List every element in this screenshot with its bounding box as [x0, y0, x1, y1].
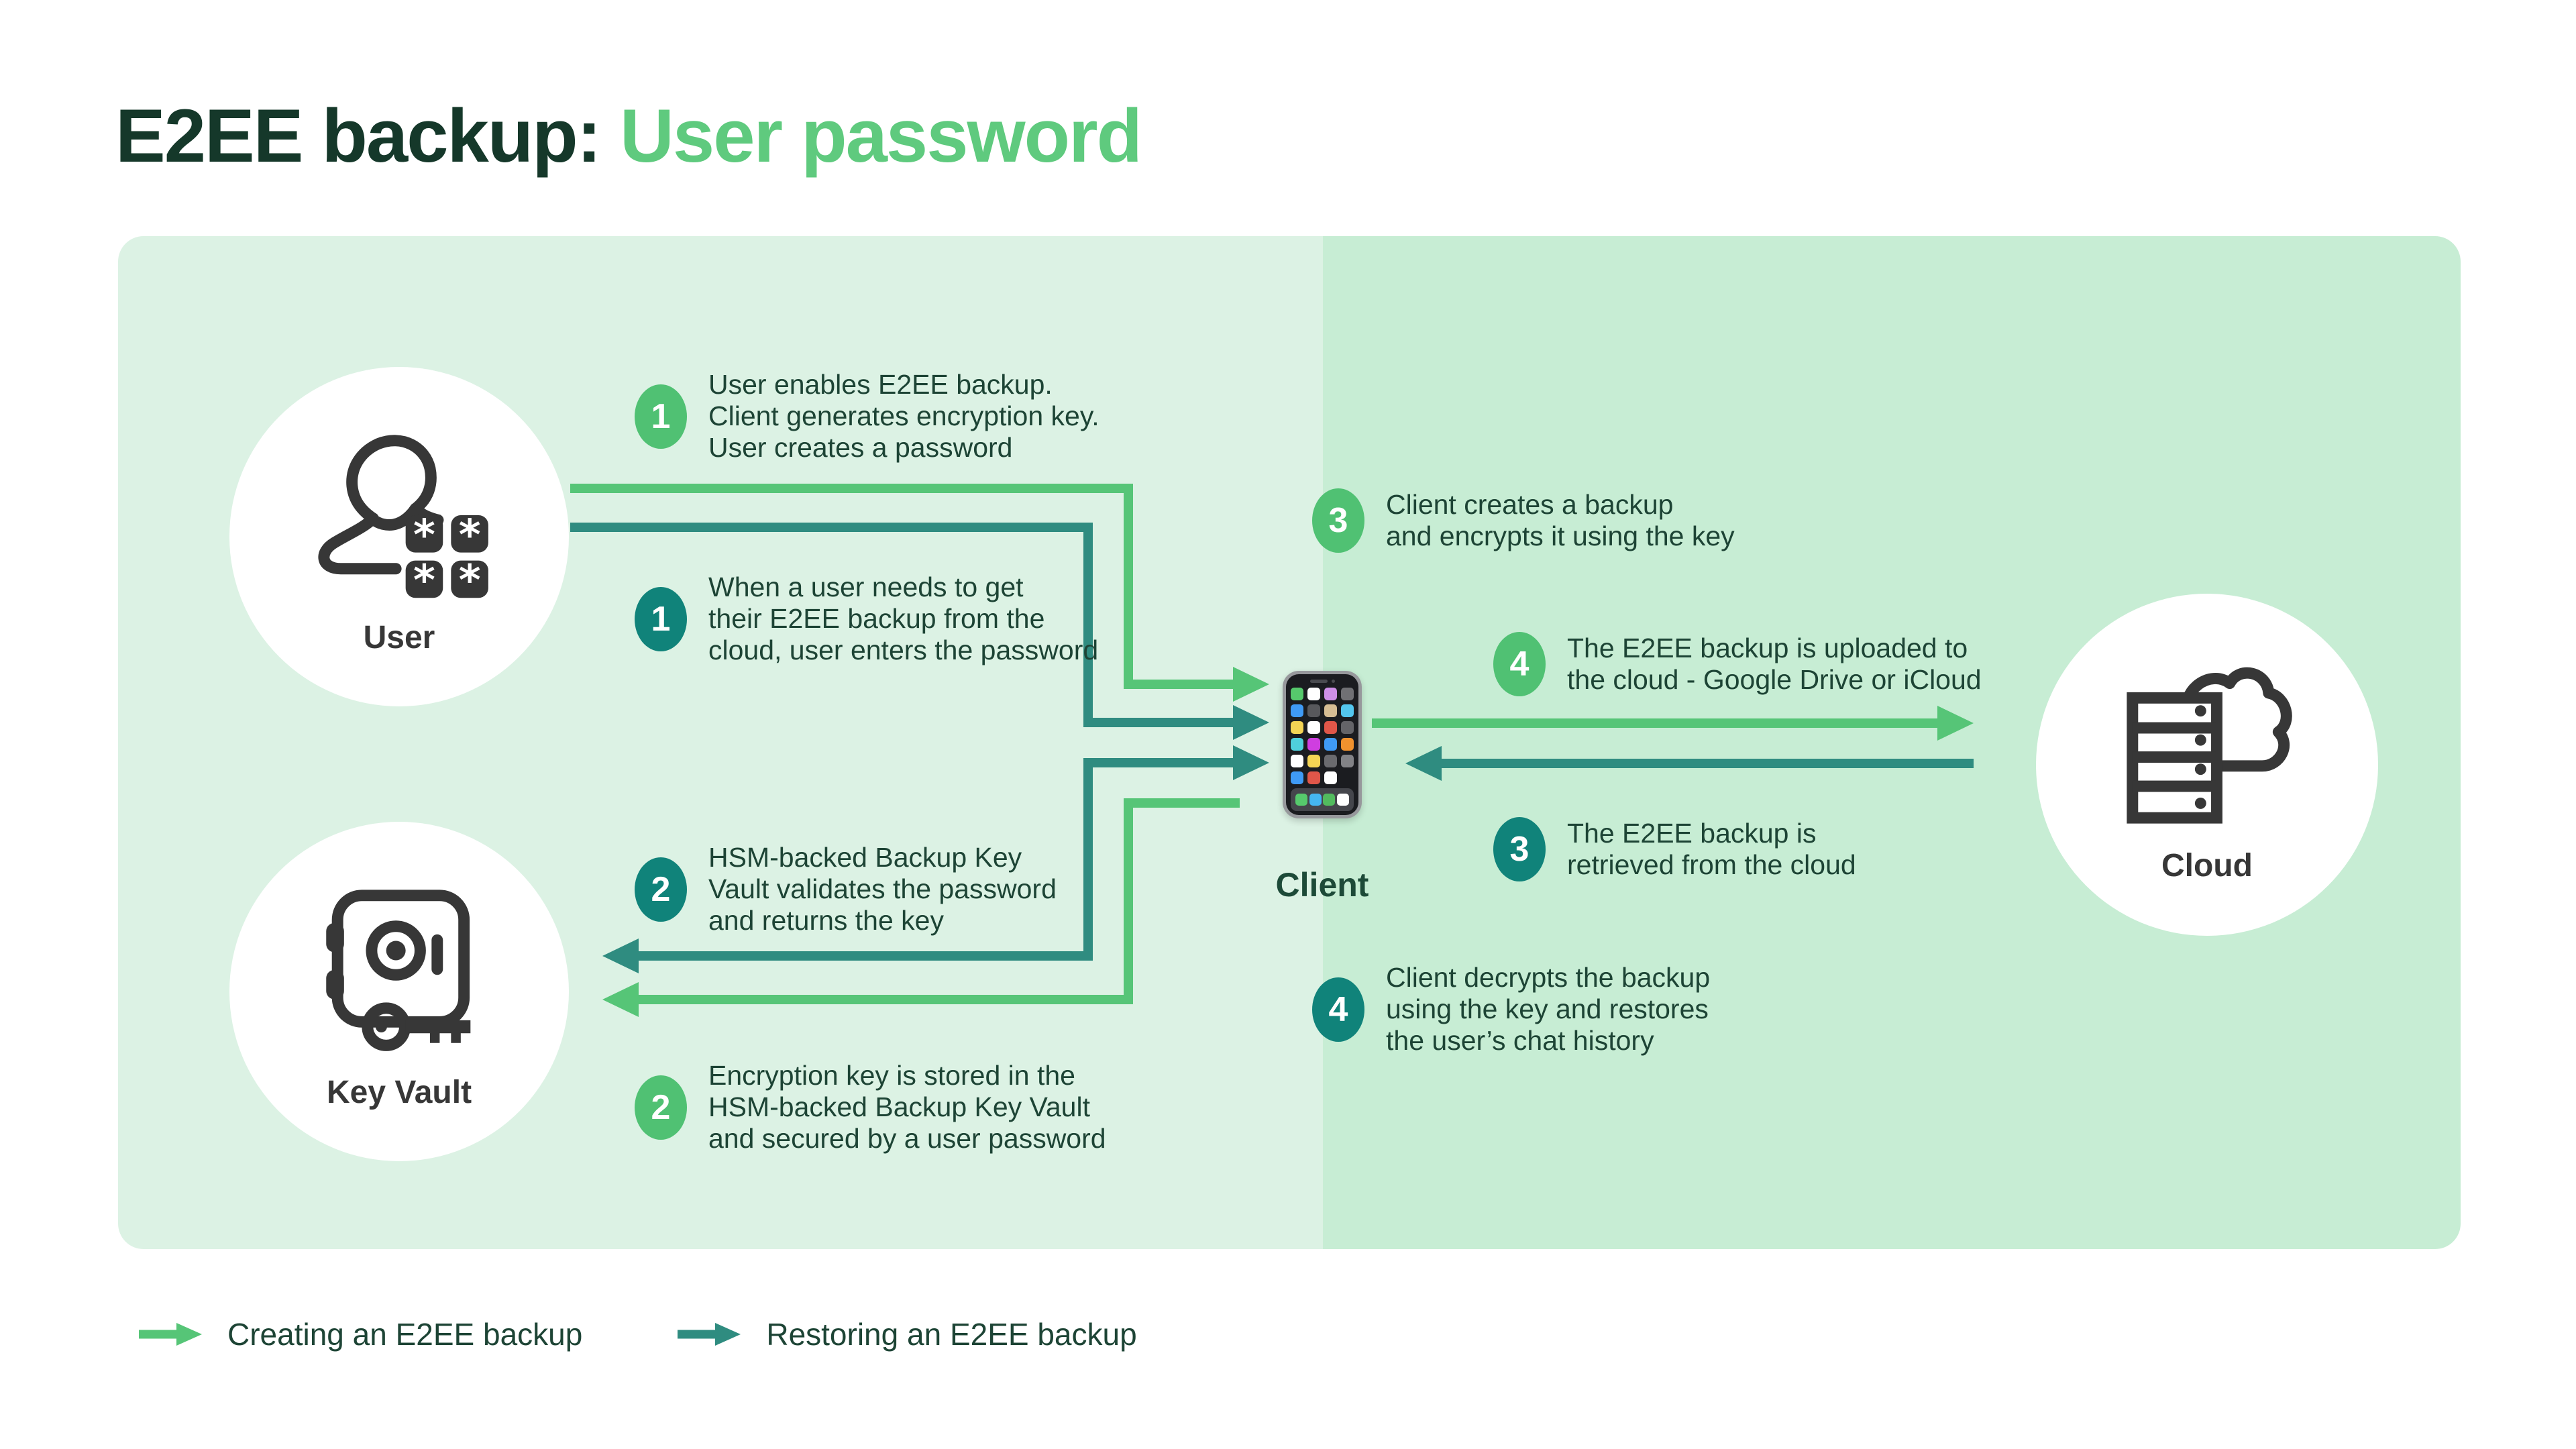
actor-cloud: Cloud [2036, 594, 2378, 936]
legend: Creating an E2EE backup Restoring an E2E… [138, 1316, 1137, 1352]
svg-text:*: * [459, 555, 481, 604]
actor-user: ** ** User [229, 367, 569, 706]
phone-speaker [1310, 680, 1328, 683]
title-main: E2EE backup: [115, 94, 621, 178]
teal-arrow-icon [678, 1323, 741, 1346]
step-badge: 4 [1493, 632, 1546, 696]
phone-dock [1291, 788, 1354, 811]
svg-text:*: * [413, 510, 435, 559]
smartphone-icon [1283, 671, 1362, 818]
actor-key-vault: Key Vault [229, 822, 569, 1161]
cloud-label: Cloud [2161, 847, 2253, 883]
legend-item-creating: Creating an E2EE backup [138, 1316, 582, 1352]
user-label: User [363, 619, 435, 655]
legend-label: Creating an E2EE backup [227, 1317, 583, 1352]
cloud-server-icon [2127, 667, 2292, 824]
step-badge: 2 [635, 857, 687, 922]
smartphone-screen [1286, 674, 1358, 815]
page-title: E2EE backup: User password [115, 93, 1142, 179]
step-badge: 2 [635, 1075, 687, 1140]
key-vault-label: Key Vault [326, 1074, 472, 1110]
step-badge: 4 [1312, 977, 1364, 1042]
key-vault-icon [326, 889, 471, 1051]
title-accent: User password [620, 94, 1142, 178]
phone-app-grid [1291, 688, 1354, 784]
user-password-icon: ** ** [318, 434, 488, 604]
step-badge: 3 [1312, 488, 1364, 553]
green-arrow-icon [139, 1323, 202, 1346]
step-badge: 3 [1493, 817, 1546, 881]
step-text: User enables E2EE backup.Client generate… [708, 369, 1099, 463]
svg-text:*: * [459, 510, 481, 559]
svg-text:*: * [413, 555, 435, 604]
step-badge: 1 [635, 384, 687, 449]
phone-camera-dot [1332, 680, 1335, 683]
legend-label: Restoring an E2EE backup [766, 1317, 1137, 1352]
step-create-1: 1 User enables E2EE backup.Client genera… [635, 369, 1099, 464]
step-badge: 1 [635, 586, 687, 651]
client-label: Client [1275, 866, 1369, 904]
legend-item-restoring: Restoring an E2EE backup [676, 1316, 1137, 1352]
